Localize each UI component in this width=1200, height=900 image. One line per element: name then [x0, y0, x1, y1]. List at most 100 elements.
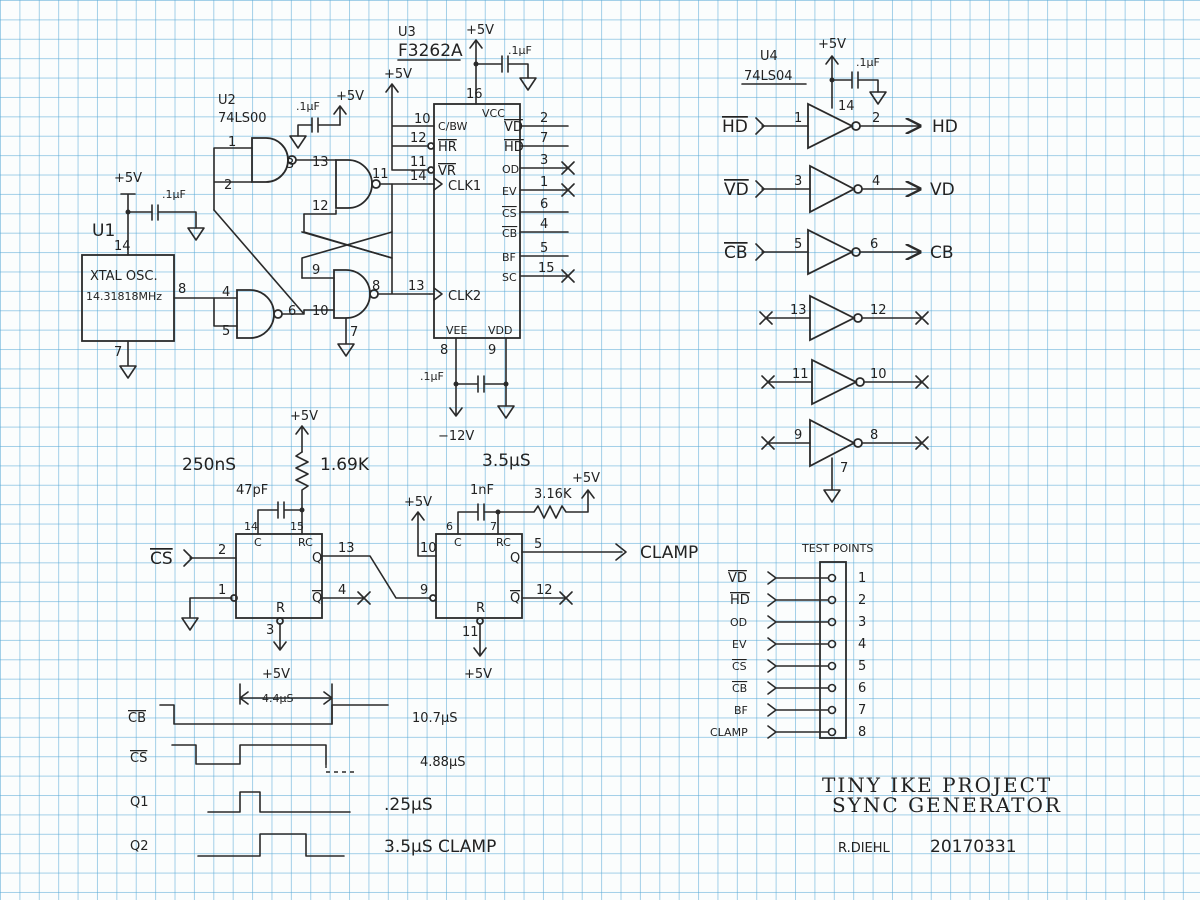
u3-name-sc: SC [502, 271, 517, 284]
test-point-wires [767, 571, 837, 739]
title-block: TINY IKE PROJECT SYNC GENERATOR R.DIEHL … [822, 773, 1060, 857]
u3-pin-2: 2 [540, 111, 548, 126]
u3-pin-vee: 8 [440, 343, 448, 358]
u4-inverter-4: 13 12 [759, 294, 929, 342]
u3-name-bf: BF [502, 251, 516, 264]
u4-inverter-3: CB 5 6 CB [724, 228, 954, 276]
title-date: 20170331 [930, 837, 1017, 857]
test-point-7: BF 7 [734, 703, 866, 718]
u2-gate-d [236, 289, 275, 339]
svg-text:VD: VD [728, 571, 747, 586]
u4-pin-12: 12 [870, 303, 887, 318]
oneshot-1-cap: 47pF [236, 483, 268, 498]
u3-name-hr: HR [438, 140, 457, 155]
u4-ref: U4 [760, 49, 778, 64]
test-point-wire [767, 571, 829, 585]
timing-label-q2: Q2 [130, 839, 149, 854]
u4-out-vd: VD [930, 180, 955, 200]
oneshot-2-vcc-a: +5V [404, 495, 432, 510]
oneshot-2-time: 3.5μS [482, 451, 531, 471]
svg-text:CB: CB [732, 682, 747, 695]
u3-pin-10: 10 [414, 112, 431, 127]
u4-in-hd: HD [722, 117, 748, 137]
timing-label-q1: Q1 [130, 795, 149, 810]
svg-text:4: 4 [858, 637, 866, 652]
oneshot-2-label-rc: RC [496, 536, 511, 549]
u2-pin-9: 9 [312, 263, 320, 278]
u4-pin-3: 3 [794, 174, 802, 189]
u3-name-clk2: CLK2 [448, 289, 481, 304]
u3-vcc: +5V [466, 23, 494, 38]
u1-cap [151, 204, 197, 229]
u2-pin-5: 5 [222, 324, 230, 339]
u3-label-vcc: VCC [482, 107, 505, 120]
u3-pin-12: 12 [410, 131, 427, 146]
oneshot-2-pin-a: 10 [420, 541, 437, 556]
u3-name-ev: EV [502, 185, 517, 198]
oneshot-2-pin-qb: 12 [536, 583, 553, 598]
test-point-wire [767, 703, 829, 717]
u2-pin-8: 8 [372, 279, 380, 294]
test-point-wire [767, 681, 829, 695]
u2-vcc: +5V [336, 89, 364, 104]
test-point-pin [827, 705, 837, 715]
u3-name-od: OD [502, 163, 519, 176]
oneshot-1-pin-rc: 15 [290, 520, 304, 533]
oneshot-1: 250nS 47pF 1.69K +5V 14 15 C RC CS 2 1 Q… [150, 409, 431, 682]
u3-pin-6: 6 [540, 197, 548, 212]
u2-cap [297, 117, 341, 137]
u2-pin-13: 13 [312, 155, 329, 170]
svg-text:1: 1 [858, 571, 866, 586]
u4-pin-10: 10 [870, 367, 887, 382]
u1-pin-vcc: 14 [114, 239, 131, 254]
oneshot-1-pin-b: 1 [218, 583, 226, 598]
svg-text:7: 7 [858, 703, 866, 718]
u2-pin-3: 3 [286, 157, 294, 172]
u4-pin-11: 11 [792, 367, 809, 382]
oneshot-1-label-rc: RC [298, 536, 313, 549]
u3-pin-vdd: 9 [488, 343, 496, 358]
u4-inverter-1: HD 1 2 HD [722, 102, 958, 150]
oneshot-2-label-c: C [454, 536, 462, 549]
oneshot-1-capacitor [257, 501, 303, 535]
u4-pin-vcc: 14 [838, 99, 855, 114]
svg-text:5: 5 [858, 659, 866, 674]
timing-note-cs: 4.88μS [420, 755, 465, 770]
u3-pin-4: 4 [540, 217, 548, 232]
u4-pin-6: 6 [870, 237, 878, 252]
u3-cap2-label: .1μF [420, 370, 444, 383]
title-line1: TINY IKE PROJECT [822, 773, 1052, 797]
oneshot-2-pin-rc: 7 [490, 520, 497, 533]
u2-vcc-arrow [333, 105, 347, 126]
u4-inverter-5: 11 10 [761, 358, 929, 406]
u4-pin-1: 1 [794, 111, 802, 126]
u2-gate-c [333, 269, 371, 319]
u3-name-hd: HD [504, 140, 524, 155]
u4-pin-gnd: 7 [840, 461, 848, 476]
u2-pin-7: 7 [350, 325, 358, 340]
test-points-title: TEST POINTS [801, 542, 873, 555]
timing-row-q2: Q2 3.5μS CLAMP [130, 833, 496, 857]
svg-text:OD: OD [730, 616, 747, 629]
u1-ref: U1 [92, 221, 115, 241]
u2-pin-2: 2 [224, 178, 232, 193]
oneshot-1-label-q: Q [312, 551, 322, 566]
test-point-pin [827, 639, 837, 649]
timing-wave-q1 [207, 791, 351, 813]
test-point-wire [767, 659, 829, 673]
test-point-wire [767, 725, 829, 739]
u3-pin-13: 13 [408, 279, 425, 294]
u2-pin-1: 1 [228, 135, 236, 150]
u4-pin-5: 5 [794, 237, 802, 252]
u4-inverter-6: 9 8 [761, 418, 929, 468]
oneshot-1-label-r: R [276, 601, 285, 616]
u1-line1: XTAL OSC. [90, 269, 158, 284]
u1-gnd [119, 340, 137, 379]
oneshot-2-vcc-r: +5V [464, 667, 492, 682]
svg-text:BF: BF [734, 704, 748, 717]
test-point-pin [827, 683, 837, 693]
